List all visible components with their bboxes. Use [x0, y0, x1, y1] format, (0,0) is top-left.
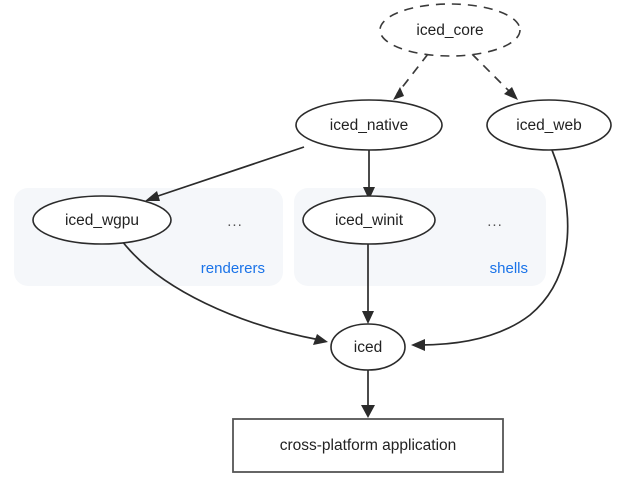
iced-label: iced [354, 339, 382, 356]
iced-winit-ellipse [302, 195, 436, 245]
cluster-label-renderers: renderers [201, 260, 265, 277]
iced-ellipse [330, 323, 406, 371]
iced-web-ellipse [486, 99, 612, 151]
edge-iced-wgpu-to-iced [121, 240, 328, 345]
iced-web-label: iced_web [516, 117, 582, 134]
node-iced-winit[interactable]: iced_winit [302, 195, 436, 245]
iced-core-label: iced_core [416, 22, 483, 39]
application-rect [232, 418, 504, 473]
edge-iced-web-to-iced [411, 149, 569, 351]
edge-iced-to-application [361, 370, 375, 418]
node-iced[interactable]: iced [330, 323, 406, 371]
iced-native-ellipse [295, 99, 443, 151]
shells-ellipsis: ... [487, 213, 503, 230]
iced-winit-label: iced_winit [335, 212, 404, 229]
node-iced-web[interactable]: iced_web [486, 99, 612, 151]
edge-iced-native-to-iced-winit [363, 148, 375, 200]
node-iced-wgpu[interactable]: iced_wgpu [32, 195, 172, 245]
cluster-label-shells: shells [490, 260, 528, 277]
application-label: cross-platform application [280, 437, 457, 454]
edge-iced-core-to-iced-web [471, 53, 518, 100]
iced-wgpu-ellipse [32, 195, 172, 245]
edge-iced-winit-to-iced [362, 243, 374, 324]
iced-wgpu-label: iced_wgpu [65, 212, 139, 229]
node-cross-platform-application[interactable]: cross-platform application [232, 418, 504, 473]
iced-core-ellipse [379, 3, 521, 57]
node-iced-native[interactable]: iced_native [295, 99, 443, 151]
iced-native-label: iced_native [330, 117, 408, 134]
renderers-ellipsis: ... [227, 213, 243, 230]
edge-iced-native-to-iced-wgpu [145, 146, 305, 201]
edge-iced-core-to-iced-native [393, 53, 429, 100]
node-iced-core[interactable]: iced_core [379, 3, 521, 57]
